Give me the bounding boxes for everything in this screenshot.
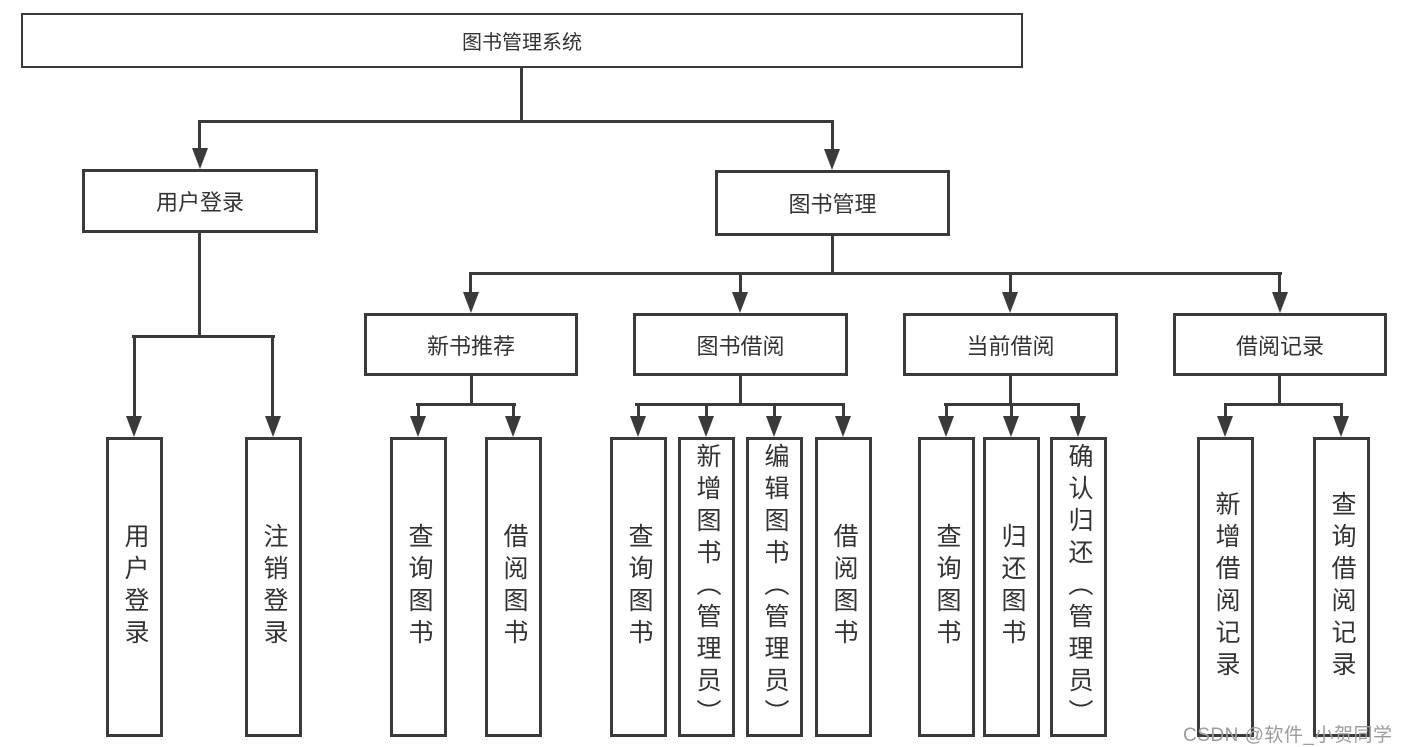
arrowhead-down-icon: [824, 149, 840, 170]
arrowhead-down-icon: [1003, 416, 1019, 437]
edge-line: [416, 403, 516, 406]
edge-line: [417, 403, 420, 420]
leaf-query-books-current: 查询图书: [918, 437, 975, 737]
edge-line: [198, 233, 201, 338]
watermark: CSDN @软件_小贺同学: [1183, 725, 1393, 746]
arrowhead-down-icon: [1217, 416, 1233, 437]
arrowhead-down-icon: [835, 416, 851, 437]
node-label: 查询图书: [933, 523, 961, 651]
arrowhead-down-icon: [505, 416, 521, 437]
node-label: 借阅图书: [500, 523, 528, 651]
node-label: 注销登录: [260, 523, 288, 651]
edge-line: [470, 376, 473, 406]
edge-line: [1224, 403, 1343, 406]
leaf-query-books-recommend: 查询图书: [390, 437, 447, 737]
edge-line: [469, 272, 472, 296]
edge-line: [831, 120, 834, 152]
edge-line: [842, 403, 845, 420]
leaf-logout: 注销登录: [245, 437, 302, 737]
edge-line: [469, 272, 1282, 275]
edge-line: [1278, 376, 1281, 406]
arrowhead-down-icon: [1070, 416, 1086, 437]
edge-line: [133, 335, 136, 420]
node-label: 图书管理: [788, 192, 877, 217]
node-label: 当前借阅: [966, 333, 1055, 359]
arrowhead-down-icon: [1272, 292, 1288, 313]
node-new-book-recommend: 新书推荐: [364, 313, 578, 376]
edge-line: [1009, 272, 1012, 296]
leaf-query-books-borrow: 查询图书: [610, 437, 667, 737]
leaf-borrow-books: 借阅图书: [815, 437, 872, 737]
node-root: 图书管理系统: [21, 13, 1023, 68]
leaf-confirm-return-admin: 确认归还（管理员）: [1050, 437, 1107, 737]
arrowhead-down-icon: [938, 416, 954, 437]
node-label: 用户登录: [155, 190, 244, 215]
node-label: 用户登录: [121, 523, 149, 651]
leaf-borrow-books-recommend: 借阅图书: [485, 437, 542, 737]
edge-line: [198, 120, 834, 123]
node-user-login: 用户登录: [82, 169, 318, 233]
edge-line: [945, 403, 948, 420]
edge-line: [705, 403, 708, 420]
edge-line: [1340, 403, 1343, 420]
leaf-edit-book-admin: 编辑图书（管理员）: [746, 437, 803, 737]
edge-line: [739, 272, 742, 296]
node-label: 确认归还（管理员）: [1065, 443, 1093, 731]
node-label: 新书推荐: [426, 333, 515, 359]
node-label: 借阅图书: [830, 523, 858, 651]
arrowhead-down-icon: [732, 292, 748, 313]
edge-line: [198, 120, 201, 152]
arrowhead-down-icon: [463, 292, 479, 313]
node-label: 新增借阅记录: [1212, 491, 1240, 683]
arrowhead-down-icon: [265, 416, 281, 437]
edge-line: [739, 376, 742, 406]
node-label: 借阅记录: [1235, 333, 1324, 359]
edge-line: [1009, 376, 1012, 406]
arrowhead-down-icon: [1333, 416, 1349, 437]
arrowhead-down-icon: [698, 416, 714, 437]
leaf-user-login: 用户登录: [106, 437, 163, 737]
edge-line: [1010, 403, 1013, 420]
arrowhead-down-icon: [766, 416, 782, 437]
edge-line: [773, 403, 776, 420]
edge-line: [1077, 403, 1080, 420]
leaf-query-borrow-record: 查询借阅记录: [1313, 437, 1370, 737]
node-book-borrow: 图书借阅: [633, 313, 848, 376]
edge-line: [831, 236, 834, 275]
leaf-add-borrow-record: 新增借阅记录: [1197, 437, 1254, 737]
leaf-return-book: 归还图书: [983, 437, 1040, 737]
node-borrow-records: 借阅记录: [1173, 313, 1387, 376]
node-label: 查询图书: [405, 523, 433, 651]
node-label: 查询借阅记录: [1328, 491, 1356, 683]
arrowhead-down-icon: [192, 148, 208, 169]
edge-line: [512, 403, 515, 420]
edge-line: [271, 335, 274, 420]
node-label: 图书借阅: [696, 333, 785, 359]
leaf-add-book-admin: 新增图书（管理员）: [678, 437, 735, 737]
arrowhead-down-icon: [630, 416, 646, 437]
edge-line: [637, 403, 640, 420]
node-label: 编辑图书（管理员）: [761, 443, 789, 731]
edge-line: [635, 403, 845, 406]
edge-line: [1278, 272, 1281, 296]
node-book-management: 图书管理: [715, 170, 950, 236]
node-label: 查询图书: [625, 523, 653, 651]
arrowhead-down-icon: [410, 416, 426, 437]
arrowhead-down-icon: [126, 416, 142, 437]
edge-line: [1224, 403, 1227, 420]
arrowhead-down-icon: [1002, 292, 1018, 313]
node-label: 新增图书（管理员）: [693, 443, 721, 731]
edge-line: [520, 68, 523, 123]
node-current-borrow: 当前借阅: [903, 313, 1118, 376]
node-label: 归还图书: [998, 523, 1026, 651]
node-label: 图书管理系统: [462, 32, 582, 54]
edge-line: [132, 335, 275, 338]
